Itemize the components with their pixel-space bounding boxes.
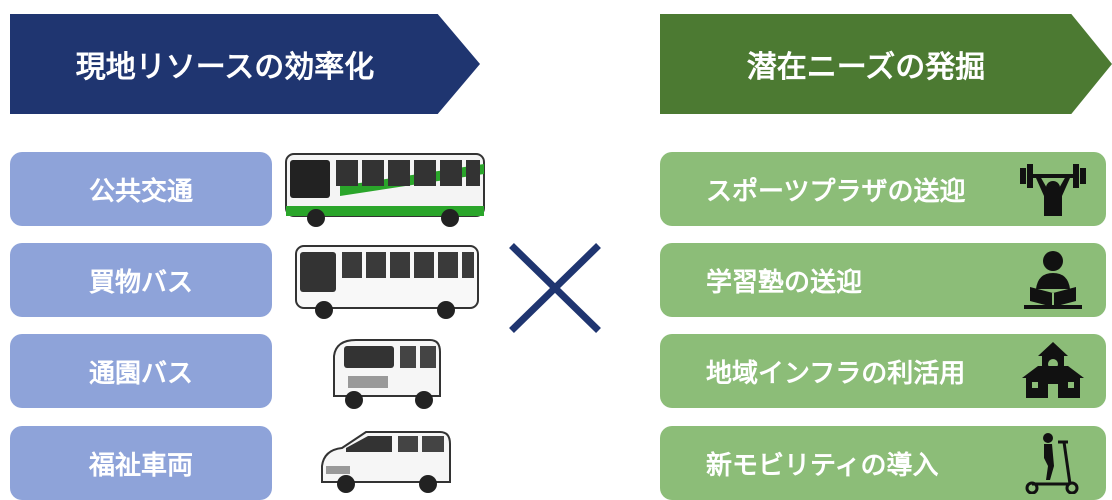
left-header-arrow: 現地リソースの効率化: [10, 14, 480, 114]
white-bus-icon: [295, 245, 479, 319]
van-icon: [321, 431, 451, 493]
right-item-label: 地域インフラの利活用: [706, 358, 966, 389]
left-item-label: 通園バス: [88, 358, 193, 389]
right-header-arrow: 潜在ニーズの発掘: [660, 14, 1112, 114]
right-item-sports-plaza: スポーツプラザの送迎: [660, 152, 1106, 226]
left-header-title: 現地リソースの効率化: [75, 50, 375, 85]
right-item-new-mobility: 新モビリティの導入: [660, 426, 1106, 500]
scooter-icon: [1018, 432, 1088, 494]
minibus-icon: [333, 339, 441, 409]
right-item-cram-school: 学習塾の送迎: [660, 243, 1106, 317]
right-item-label: 学習塾の送迎: [706, 267, 863, 298]
weightlifting-icon: [1018, 158, 1088, 220]
right-item-label: 新モビリティの導入: [706, 450, 939, 481]
right-item-local-infrastructure: 地域インフラの利活用: [660, 334, 1106, 408]
left-item-public-transport: 公共交通: [10, 152, 272, 226]
left-item-label: 買物バス: [88, 267, 193, 298]
cross-icon: [509, 243, 601, 333]
right-item-label: スポーツプラザの送迎: [706, 176, 966, 207]
student-reading-icon: [1018, 249, 1088, 311]
left-item-welfare-vehicle: 福祉車両: [10, 426, 272, 500]
green-city-bus-icon: [285, 153, 485, 227]
left-item-kindergarten-bus: 通園バス: [10, 334, 272, 408]
left-item-label: 福祉車両: [88, 450, 193, 481]
left-item-label: 公共交通: [88, 176, 193, 207]
left-item-shopping-bus: 買物バス: [10, 243, 272, 317]
school-building-icon: [1018, 340, 1088, 402]
right-header-title: 潜在ニーズの発掘: [746, 50, 986, 85]
